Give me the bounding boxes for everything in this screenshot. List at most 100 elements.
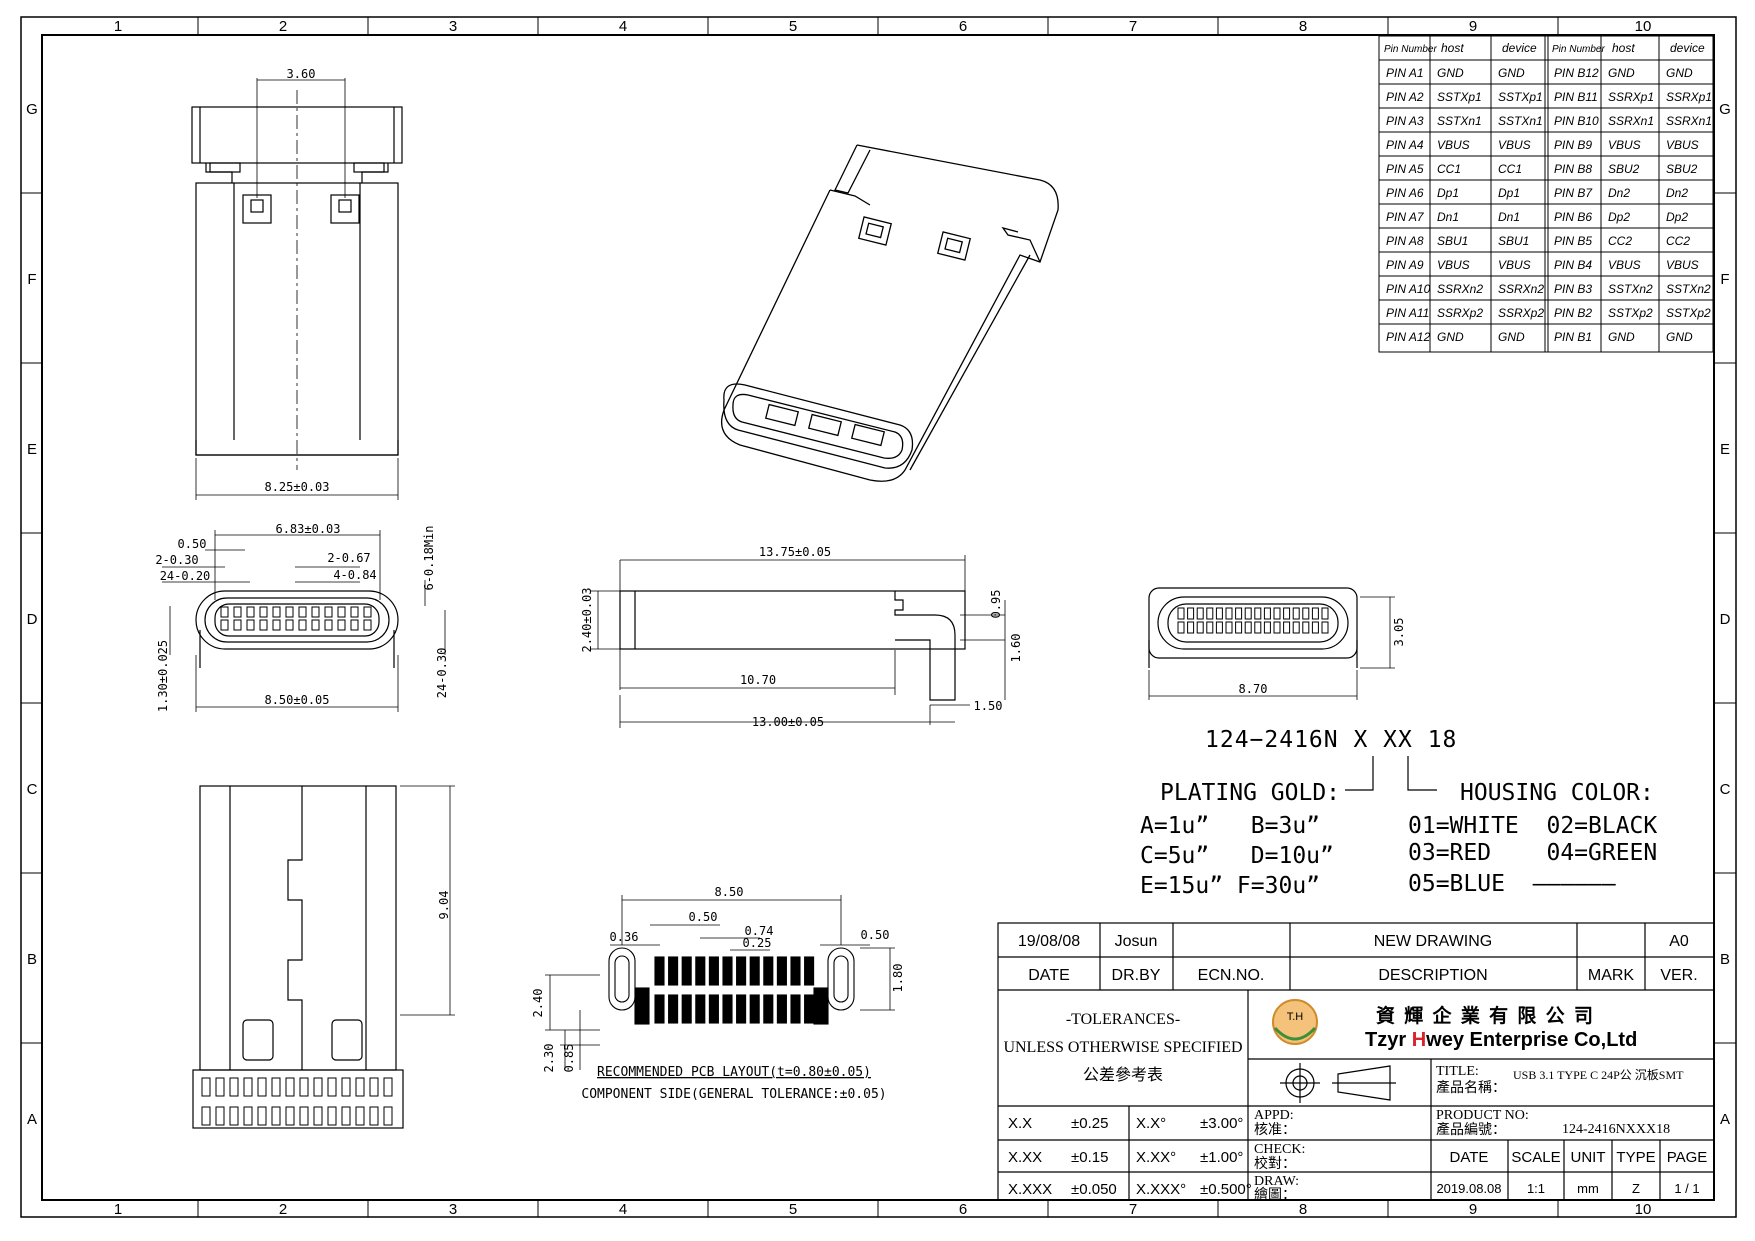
column-label: 5 — [789, 18, 797, 35]
pin-table-cell: PIN B3 — [1554, 282, 1592, 296]
pin-table-cell: SSRXp2 — [1498, 306, 1544, 320]
bottom-pin — [243, 1106, 253, 1126]
pin-table-cell: SBU1 — [1437, 234, 1468, 248]
pin-table-cell: PIN A10 — [1386, 282, 1431, 296]
rear-pin — [1225, 621, 1233, 634]
column-label: 6 — [959, 1201, 967, 1218]
bottom-pin — [201, 1106, 211, 1126]
pin-table-cell: Dp1 — [1498, 186, 1520, 200]
title-date-value: 19/08/08 — [1018, 933, 1080, 950]
pcb-pad — [654, 956, 665, 986]
pcb-pad — [763, 956, 774, 986]
border-row-labels-right: G F E D C B A — [1719, 101, 1731, 1128]
tolerance-cell: ±0.500° — [1200, 1181, 1252, 1198]
pin-table-cell: PIN B4 — [1554, 258, 1592, 272]
row-label: E — [1720, 441, 1730, 458]
column-label: 9 — [1469, 18, 1477, 35]
pin-table-cell: PIN A8 — [1386, 234, 1424, 248]
rear-pin — [1215, 607, 1223, 620]
front-pin — [272, 606, 281, 618]
pin-table-cell: SSRXp1 — [1608, 90, 1654, 104]
tolerances-note-cn: 公差參考表 — [1083, 1066, 1163, 1084]
company-name-en-part2: wey Enterprise Co,Ltd — [1425, 1029, 1637, 1051]
rear-pin — [1177, 607, 1185, 620]
footer-value: 1 / 1 — [1674, 1181, 1699, 1196]
pcb-pad — [654, 994, 665, 1024]
dim-pcb-0-85: 0.85 — [562, 1044, 576, 1073]
dim-front-24-0-20: 24-0.20 — [160, 569, 211, 583]
dim-pcb-0-74: 0.74 — [745, 924, 774, 938]
pin-table-cell: SSTXp1 — [1437, 90, 1482, 104]
pin-table-cell: PIN B12 — [1554, 66, 1599, 80]
appd-label: APPD: — [1254, 1108, 1294, 1123]
pcb-pad — [695, 956, 706, 986]
pin-table-header: device — [1670, 41, 1705, 55]
pin-table-cell: SSTXn2 — [1608, 282, 1653, 296]
row-label: G — [1719, 101, 1731, 118]
pin-table-cell: Dp2 — [1666, 210, 1688, 224]
tolerance-cell: ±0.15 — [1071, 1149, 1108, 1166]
pin-table-cell: Dp2 — [1608, 210, 1630, 224]
rear-pin — [1254, 607, 1262, 620]
part-code-leader-lines — [1345, 756, 1437, 791]
front-pin — [233, 619, 242, 631]
title-block-grid — [997, 922, 1715, 1201]
bottom-pin — [383, 1077, 393, 1097]
title-mark-label: MARK — [1588, 967, 1635, 984]
front-pin — [298, 606, 307, 618]
border-column-labels-bottom: 1 2 3 4 5 6 7 8 9 10 — [114, 1201, 1652, 1218]
pin-table-cell: SSRXn2 — [1437, 282, 1483, 296]
column-label: 3 — [449, 1201, 457, 1218]
pin-table-cell: SBU1 — [1498, 234, 1529, 248]
pin-table-cell: PIN A1 — [1386, 66, 1424, 80]
rear-pin — [1206, 607, 1214, 620]
company-name-en-part1: Tzyr — [1365, 1029, 1412, 1051]
pin-table-cell: PIN B7 — [1554, 186, 1593, 200]
check-label: CHECK: — [1254, 1142, 1305, 1157]
rear-view-pins — [1177, 607, 1329, 634]
tolerance-cell: X.X° — [1136, 1115, 1166, 1132]
row-label: C — [1720, 781, 1731, 798]
pin-table-cell: SSTXp2 — [1608, 306, 1653, 320]
dim-pcb-0-50-right: 0.50 — [861, 928, 890, 942]
product-no-label-cn: 產品編號： — [1436, 1121, 1506, 1138]
pin-table-grid — [1378, 35, 1714, 353]
front-pin — [324, 606, 333, 618]
dim-side-2-40: 2.40±0.03 — [580, 587, 594, 652]
row-label: A — [27, 1111, 37, 1128]
dim-top-3-60: 3.60 — [287, 67, 316, 81]
pcb-pad — [681, 994, 692, 1024]
drawing-border — [20, 16, 1737, 1218]
front-pin — [337, 606, 346, 618]
column-label: 6 — [959, 18, 967, 35]
pin-table-cell: Dn2 — [1666, 186, 1688, 200]
pin-table-cell: VBUS — [1498, 138, 1531, 152]
front-view-pins — [220, 606, 372, 631]
company-name-en: Tzyr Hwey Enterprise Co,Ltd — [1365, 1029, 1637, 1051]
dim-side-13-00: 13.00±0.05 — [752, 715, 824, 729]
pin-table-cell: PIN B10 — [1554, 114, 1599, 128]
front-pin — [298, 619, 307, 631]
title-label: TITLE: — [1436, 1064, 1479, 1079]
bottom-pin — [229, 1106, 239, 1126]
product-no-value: 124-2416NXXX18 — [1562, 1122, 1670, 1137]
pin-table-cell: SSRXp1 — [1666, 90, 1712, 104]
part-code: 124−2416N X XX 18 — [1205, 727, 1457, 753]
column-label: 10 — [1635, 1201, 1652, 1218]
front-pin — [272, 619, 281, 631]
bottom-pin — [369, 1106, 379, 1126]
tolerance-cell: ±1.00° — [1200, 1149, 1243, 1166]
footer-header: UNIT — [1571, 1149, 1606, 1166]
pin-table-cell: PIN B11 — [1554, 90, 1598, 104]
tolerance-cell: X.XXX° — [1136, 1181, 1186, 1198]
column-label: 5 — [789, 1201, 797, 1218]
pin-table-cell: VBUS — [1608, 258, 1641, 272]
row-label: D — [27, 611, 38, 628]
rear-pin — [1215, 621, 1223, 634]
rear-pin — [1302, 607, 1310, 620]
dim-top-8-25: 8.25±0.03 — [264, 480, 329, 494]
pin-table-header: device — [1502, 41, 1537, 55]
